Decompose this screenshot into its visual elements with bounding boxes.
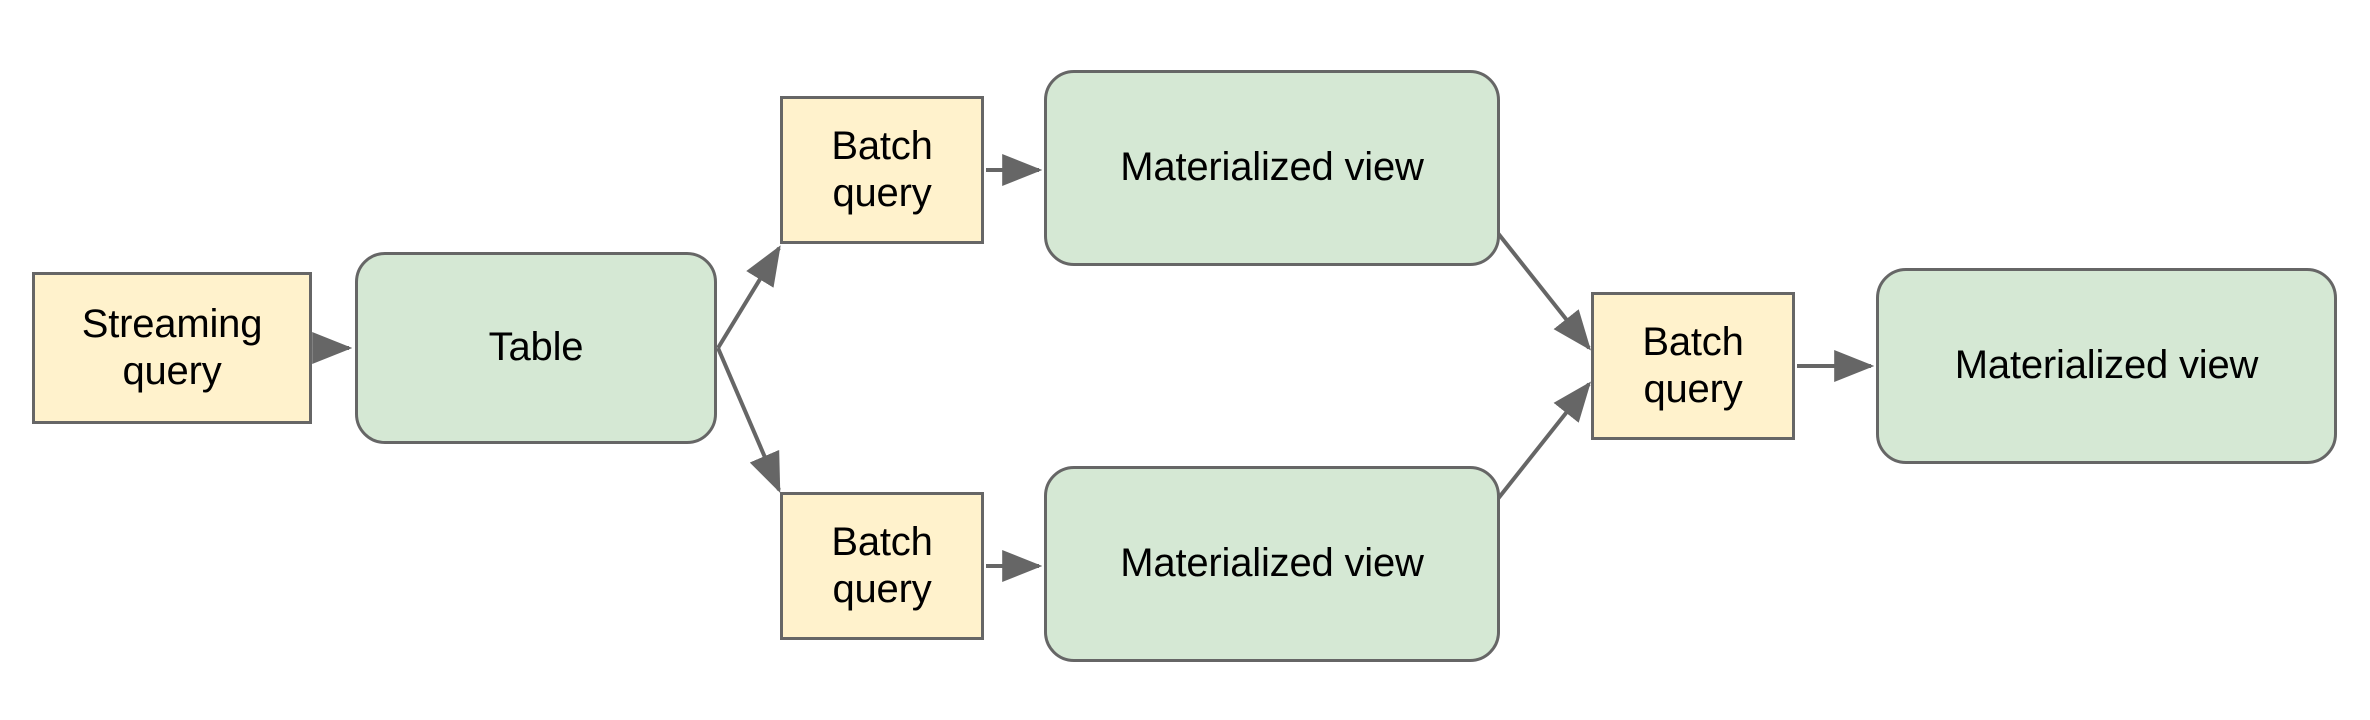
node-batch-query-top[interactable]: Batch query xyxy=(780,96,984,244)
node-batch-query-join[interactable]: Batch query xyxy=(1591,292,1795,440)
node-materialized-view-top[interactable]: Materialized view xyxy=(1044,70,1500,266)
edge-materialized-view-top-to-batch-query-join xyxy=(1495,230,1591,351)
node-table[interactable]: Table xyxy=(355,252,717,444)
edge-materialized-view-bottom-to-batch-query-join xyxy=(1495,381,1591,502)
node-materialized-view-bottom-label: Materialized view xyxy=(1120,541,1424,586)
node-materialized-view-bottom[interactable]: Materialized view xyxy=(1044,466,1500,662)
node-materialized-view-final[interactable]: Materialized view xyxy=(1876,268,2337,464)
node-streaming-query[interactable]: Streaming query xyxy=(32,272,312,424)
node-batch-query-top-label: Batch query xyxy=(831,123,933,215)
node-batch-query-bottom[interactable]: Batch query xyxy=(780,492,984,640)
edge-table-to-batch-query-bottom xyxy=(716,347,781,493)
edge-table-to-batch-query-top xyxy=(716,245,781,350)
node-batch-query-bottom-label: Batch query xyxy=(831,519,933,611)
node-batch-query-join-label: Batch query xyxy=(1642,319,1744,411)
node-table-label: Table xyxy=(488,325,584,370)
node-materialized-view-top-label: Materialized view xyxy=(1120,145,1424,190)
node-streaming-query-label: Streaming query xyxy=(81,301,263,393)
node-materialized-view-final-label: Materialized view xyxy=(1954,343,2259,388)
